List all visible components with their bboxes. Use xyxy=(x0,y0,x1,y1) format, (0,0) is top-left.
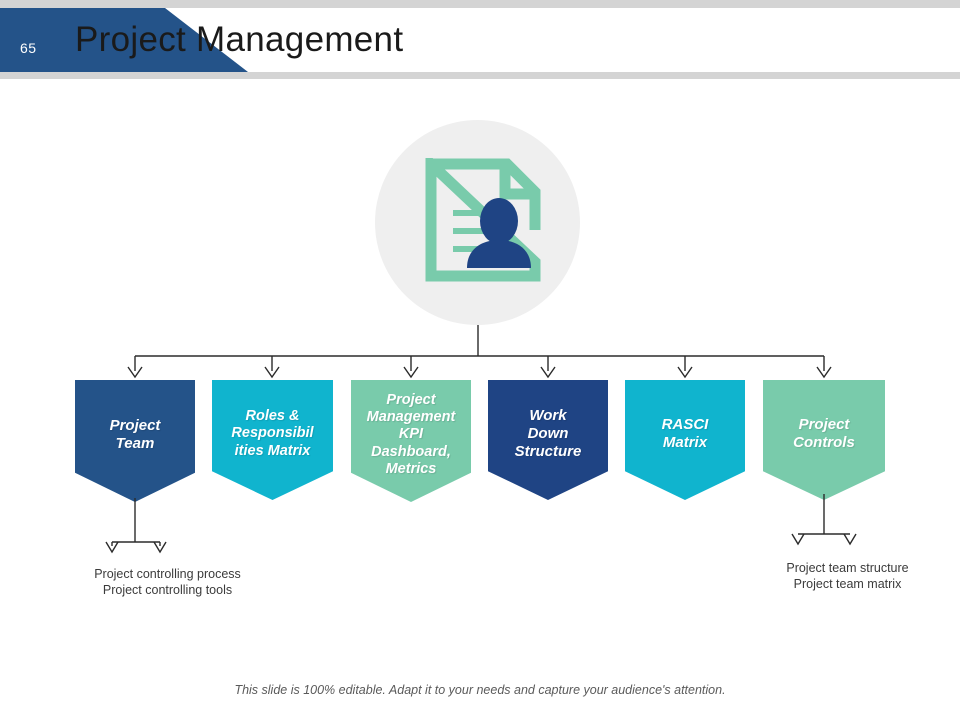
slide-header: 65 Project Management xyxy=(0,0,960,80)
header-band-top xyxy=(0,0,960,8)
footer-note: This slide is 100% editable. Adapt it to… xyxy=(234,683,726,697)
hub-circle xyxy=(375,120,580,325)
sub-connector-right xyxy=(791,494,857,546)
document-person-icon xyxy=(425,158,541,282)
page-title: Project Management xyxy=(75,20,404,59)
header-band-bottom xyxy=(0,72,960,79)
page-number: 65 xyxy=(20,40,37,56)
sub-connector-left xyxy=(105,498,167,554)
connector-tree xyxy=(127,325,832,379)
